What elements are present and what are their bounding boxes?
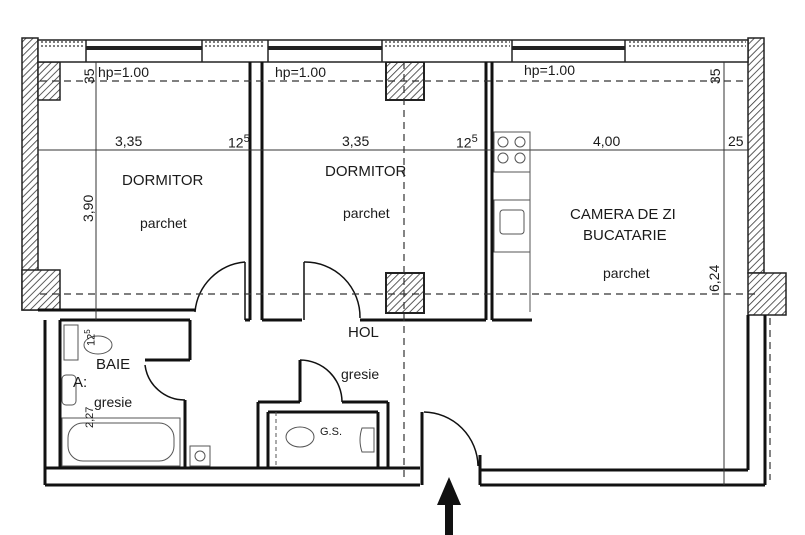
room-floor-camera-de-zi: parchet [603,265,650,281]
dim-room1-wall-value: 12 [228,134,244,151]
room-name-camera-de-zi: CAMERA DE ZI [570,206,676,223]
dim-baie-small-sup: 5 [83,329,92,334]
dim-room1-wall-sup: 5 [243,133,250,145]
dim-room3-width: 4,00 [593,133,621,149]
mask-rect [505,384,702,450]
dim-living-depth: 6,24 [706,264,722,292]
dim-room1-width: 3,35 [115,133,143,149]
bathroom-fixtures [61,324,375,468]
room-name-hol: HOL [348,324,379,341]
dim-room2-wall-sup: 5 [471,133,478,145]
hp-label-room1: hp=1.00 [98,64,149,80]
dim-room2-width: 3,35 [342,133,370,149]
dimension-lines [38,62,748,485]
room-floor-dormitor-1: parchet [140,215,187,231]
top-wall [37,39,749,63]
dim-top-left-offset: 35 [81,68,97,84]
room-name-baie: BAIE [96,356,131,373]
entrance-arrow-icon [437,477,461,535]
room-name-gs: G.S. [320,426,343,438]
dim-baie-small-value: 12 [85,333,98,346]
dim-room1-depth: 3,90 [80,194,96,222]
door-swings [144,261,479,467]
hp-label-room3: hp=1.00 [524,62,575,78]
room-name-dormitor-2: DORMITOR [325,163,407,180]
room-name-dormitor-1: DORMITOR [122,172,204,189]
dim-right-wall: 25 [728,133,744,149]
dim-room2-wall-value: 12 [456,134,472,151]
room-name-bucatarie: BUCATARIE [583,227,667,244]
dashed-lines [40,62,771,480]
room-floor-hol: gresie [341,366,380,382]
dim-baie-small: 125 [83,329,98,346]
dim-room1-wall: 125 [228,133,250,151]
room-label-baie-extra: A: [73,374,88,391]
dim-room2-wall: 125 [456,133,478,151]
exterior-walls [21,37,787,316]
kitchen-counter [493,131,531,312]
room-floor-baie: gresie [94,394,133,410]
hp-label-room2: hp=1.00 [275,64,326,80]
dim-top-right-offset: 35 [707,68,723,84]
room-floor-dormitor-2: parchet [343,205,390,221]
